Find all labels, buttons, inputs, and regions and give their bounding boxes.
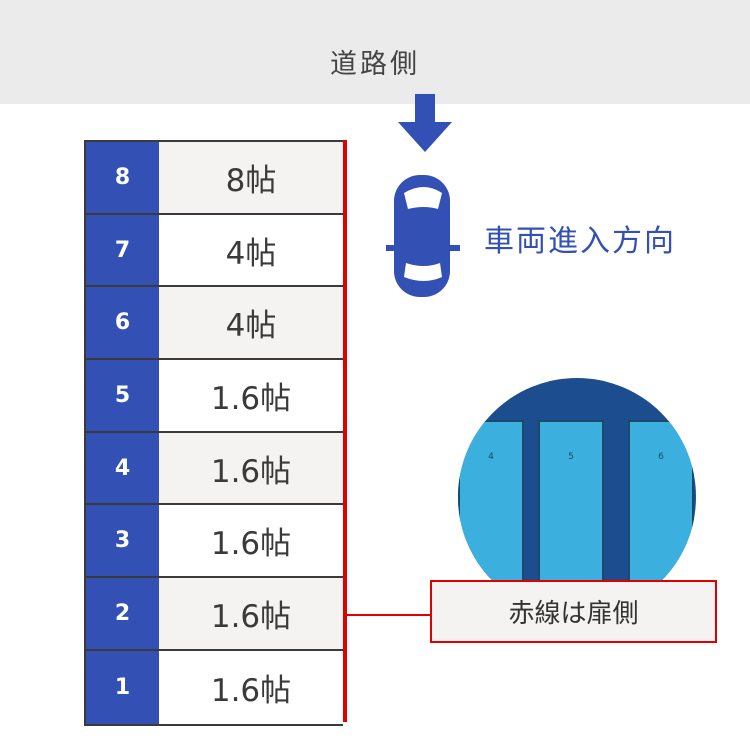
- unit-number: 4: [86, 432, 159, 504]
- unit-number: 5: [86, 360, 159, 431]
- unit-row: 1 1.6帖: [86, 650, 343, 724]
- door-number: 5: [568, 452, 574, 462]
- door-side-red-line: [343, 140, 347, 722]
- unit-size: 4帖: [159, 287, 343, 359]
- unit-size: 1.6帖: [159, 578, 343, 649]
- door-number: 4: [488, 452, 494, 462]
- unit-size: 4帖: [225, 235, 277, 272]
- car-icon: [386, 175, 460, 297]
- callout-label: 赤線は扉側: [508, 599, 639, 629]
- unit-row: 5 1.6帖: [86, 360, 343, 433]
- unit-size: 1.6帖: [159, 432, 343, 504]
- unit-size: 1.6帖: [210, 526, 292, 563]
- road-side-label: 道路側: [330, 49, 420, 80]
- unit-size: 1.6帖: [210, 380, 292, 417]
- unit-size: 8帖: [159, 142, 343, 213]
- container-photo: 4 5 6: [458, 378, 696, 616]
- unit-number: 2: [86, 578, 159, 649]
- arrow-down-icon: [398, 94, 452, 152]
- unit-size: 1.6帖: [210, 672, 292, 709]
- unit-number: 8: [86, 142, 159, 213]
- unit-number: 6: [86, 287, 159, 359]
- road-side-banner: 道路側: [0, 0, 750, 104]
- unit-number: 7: [86, 214, 159, 286]
- door-number: 6: [658, 452, 664, 462]
- callout-connector-line: [347, 614, 431, 616]
- unit-row: 7 4帖: [86, 214, 343, 288]
- unit-number: 1: [86, 650, 159, 724]
- unit-number: 3: [86, 505, 159, 577]
- callout-box: 赤線は扉側: [430, 580, 717, 643]
- vehicle-entry-direction-label: 車両進入方向: [484, 224, 676, 259]
- unit-row: 3 1.6帖: [86, 505, 343, 579]
